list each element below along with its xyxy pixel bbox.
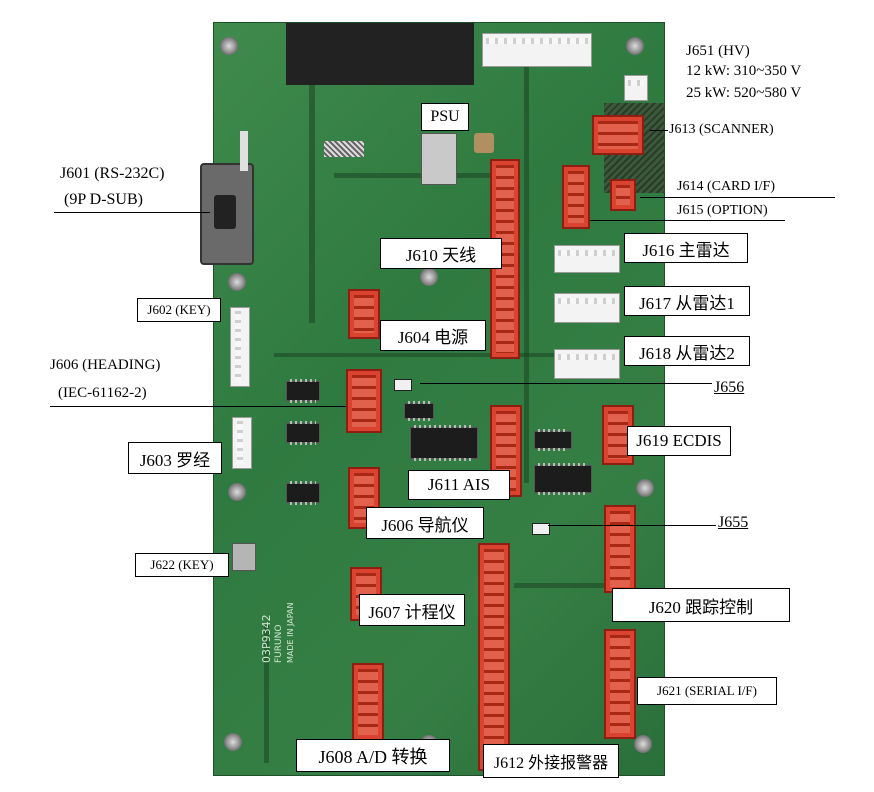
dsub-post xyxy=(240,131,248,171)
ic-chip xyxy=(286,481,320,505)
top-white-connector xyxy=(482,33,592,67)
j619-label: J619 ECDIS xyxy=(627,426,731,456)
j620-connector xyxy=(604,505,636,593)
j606-heading-connector xyxy=(346,369,382,433)
j606-heading-label-line1: J606 (HEADING) xyxy=(50,357,161,373)
j602-connector xyxy=(230,307,250,387)
j606-nav-label: J606 导航仪 xyxy=(366,507,484,539)
ic-chip xyxy=(534,463,592,495)
j603-connector xyxy=(232,417,252,469)
j617-label: J617 从雷达1 xyxy=(624,286,750,316)
j601-label-line1: J601 (RS-232C) xyxy=(60,165,165,182)
j618-connector xyxy=(554,349,620,379)
j613-label: J613 (SCANNER) xyxy=(669,122,774,137)
j655-label: J655 xyxy=(718,514,749,531)
j610-connector xyxy=(490,159,520,359)
j606-heading-leader-line xyxy=(50,406,346,407)
pcb-trace xyxy=(274,353,604,357)
j610-label: J610 天线 xyxy=(380,238,502,269)
j603-label: J603 罗经 xyxy=(128,442,222,474)
j655-jumper xyxy=(532,523,550,535)
pcb-trace xyxy=(309,23,315,323)
j601-label-line2: (9P D-SUB) xyxy=(64,191,143,208)
j604-connector xyxy=(348,289,380,339)
silkscreen-model: 03P9342 xyxy=(260,614,273,663)
pcb-trace xyxy=(524,63,529,483)
mounting-hole xyxy=(228,483,246,501)
dsub-connector xyxy=(200,163,254,265)
ferrite-core xyxy=(324,141,364,157)
j617-connector xyxy=(554,293,620,323)
mounting-hole xyxy=(634,735,652,753)
j651-connector xyxy=(624,75,648,101)
j618-label: J618 从雷达2 xyxy=(624,336,750,366)
ic-chip xyxy=(404,401,434,421)
psu-label: PSU xyxy=(421,103,469,131)
j656-leader-line xyxy=(420,383,712,384)
circuit-board: 03P9342 FURUNO MADE IN JAPAN xyxy=(200,22,665,776)
j621-connector xyxy=(604,629,636,739)
j656-label: J656 xyxy=(714,379,745,396)
j656-jumper xyxy=(394,379,412,391)
j621-label: J621 (SERIAL I/F) xyxy=(637,677,777,705)
j608-label: J608 A/D 转换 xyxy=(296,739,450,772)
j615-label: J615 (OPTION) xyxy=(677,203,768,218)
ic-chip xyxy=(534,429,572,451)
j613-leader-line xyxy=(650,130,668,131)
silkscreen-origin: MADE IN JAPAN xyxy=(286,602,295,663)
psu-screw xyxy=(474,133,494,153)
j612-label: J612 外接报警器 xyxy=(483,744,619,778)
pcb-trace xyxy=(264,623,269,763)
j601-leader-line xyxy=(54,212,210,213)
j616-label: J616 主雷达 xyxy=(624,233,748,263)
mounting-hole xyxy=(228,273,246,291)
ic-chip xyxy=(286,421,320,445)
j612-connector xyxy=(478,543,510,771)
j651-line2-label: 25 kW: 520~580 V xyxy=(686,85,802,101)
mounting-hole xyxy=(626,37,644,55)
mounting-hole xyxy=(636,479,654,497)
mounting-hole xyxy=(220,37,238,55)
mounting-hole xyxy=(420,268,438,286)
j604-label: J604 电源 xyxy=(380,320,486,351)
j622-label: J622 (KEY) xyxy=(135,553,229,577)
top-connector-block xyxy=(286,23,474,85)
j613-connector xyxy=(592,115,644,155)
ic-chip xyxy=(410,425,478,461)
psu-component xyxy=(421,133,457,185)
pcb-trace xyxy=(514,583,634,588)
j651-title-label: J651 (HV) xyxy=(686,43,750,59)
j620-label: J620 跟踪控制 xyxy=(612,588,790,622)
j608-connector xyxy=(352,663,384,741)
ic-chip xyxy=(286,379,320,403)
j614-label: J614 (CARD I/F) xyxy=(677,179,776,194)
j607-label: J607 计程仪 xyxy=(359,594,465,626)
j655-leader-line xyxy=(548,525,716,526)
j615-connector xyxy=(562,165,590,229)
j614-leader-line xyxy=(640,197,835,198)
j622-connector xyxy=(232,543,256,571)
j651-line1-label: 12 kW: 310~350 V xyxy=(686,63,802,79)
j611-label: J611 AIS xyxy=(408,470,510,500)
silkscreen-maker: FURUNO xyxy=(274,624,284,663)
mounting-hole xyxy=(224,733,242,751)
j615-leader-line xyxy=(590,220,785,221)
j606-heading-label-line2: (IEC-61162-2) xyxy=(58,385,147,401)
j616-connector xyxy=(554,245,620,273)
j614-connector xyxy=(610,179,636,211)
j602-label: J602 (KEY) xyxy=(137,298,221,322)
